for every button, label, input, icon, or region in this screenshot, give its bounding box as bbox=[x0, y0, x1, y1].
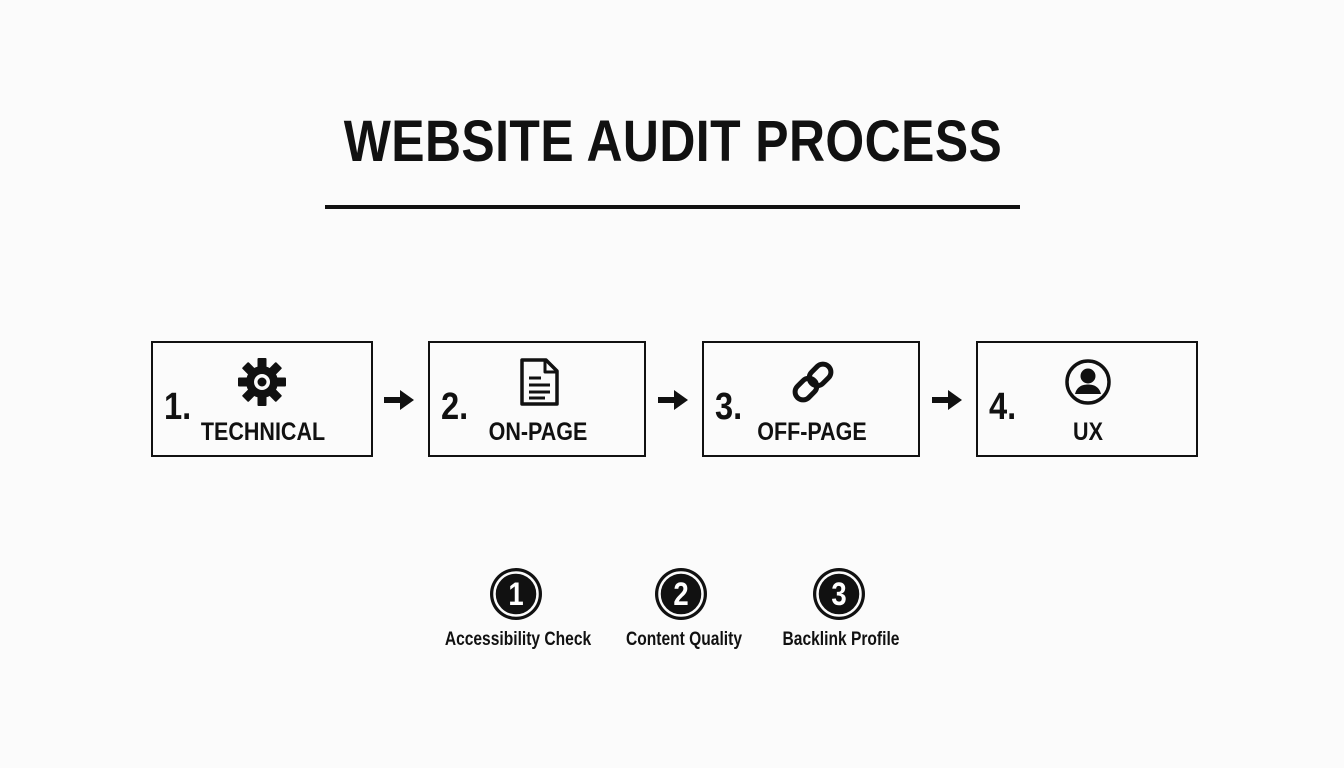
step-number: 4. bbox=[989, 386, 1017, 428]
arrow-right-icon bbox=[656, 386, 690, 414]
check-badge-number: 3 bbox=[831, 576, 847, 612]
gear-icon bbox=[237, 357, 287, 407]
check-label-accessibility: Accessibility Check bbox=[444, 629, 592, 650]
step-number: 2. bbox=[441, 386, 469, 428]
check-badge-number: 1 bbox=[508, 576, 524, 612]
page-title: WEBSITE AUDIT PROCESS bbox=[343, 109, 1003, 174]
link-icon bbox=[788, 357, 838, 407]
check-badge-number: 2 bbox=[673, 576, 689, 612]
step-off-page: 3. OFF-PAGE bbox=[702, 341, 920, 457]
user-icon bbox=[1063, 357, 1113, 407]
step-label: TECHNICAL bbox=[200, 418, 326, 446]
step-on-page: 2. ON-PAGE bbox=[428, 341, 646, 457]
check-badge-3: 3 bbox=[811, 566, 867, 622]
step-label: UX bbox=[1073, 418, 1103, 446]
step-technical: 1. TECHNICAL bbox=[151, 341, 373, 457]
document-icon bbox=[514, 357, 564, 407]
check-badge-1: 1 bbox=[488, 566, 544, 622]
step-label: OFF-PAGE bbox=[757, 418, 867, 446]
step-label: ON-PAGE bbox=[488, 418, 588, 446]
step-number: 3. bbox=[715, 386, 743, 428]
step-number: 1. bbox=[164, 386, 192, 428]
check-badge-2: 2 bbox=[653, 566, 709, 622]
arrow-right-icon bbox=[930, 386, 964, 414]
check-label-backlink-profile: Backlink Profile bbox=[782, 629, 900, 650]
step-ux: 4. UX bbox=[976, 341, 1198, 457]
check-label-content-quality: Content Quality bbox=[625, 629, 742, 650]
title-underline bbox=[325, 205, 1020, 209]
arrow-right-icon bbox=[382, 386, 416, 414]
